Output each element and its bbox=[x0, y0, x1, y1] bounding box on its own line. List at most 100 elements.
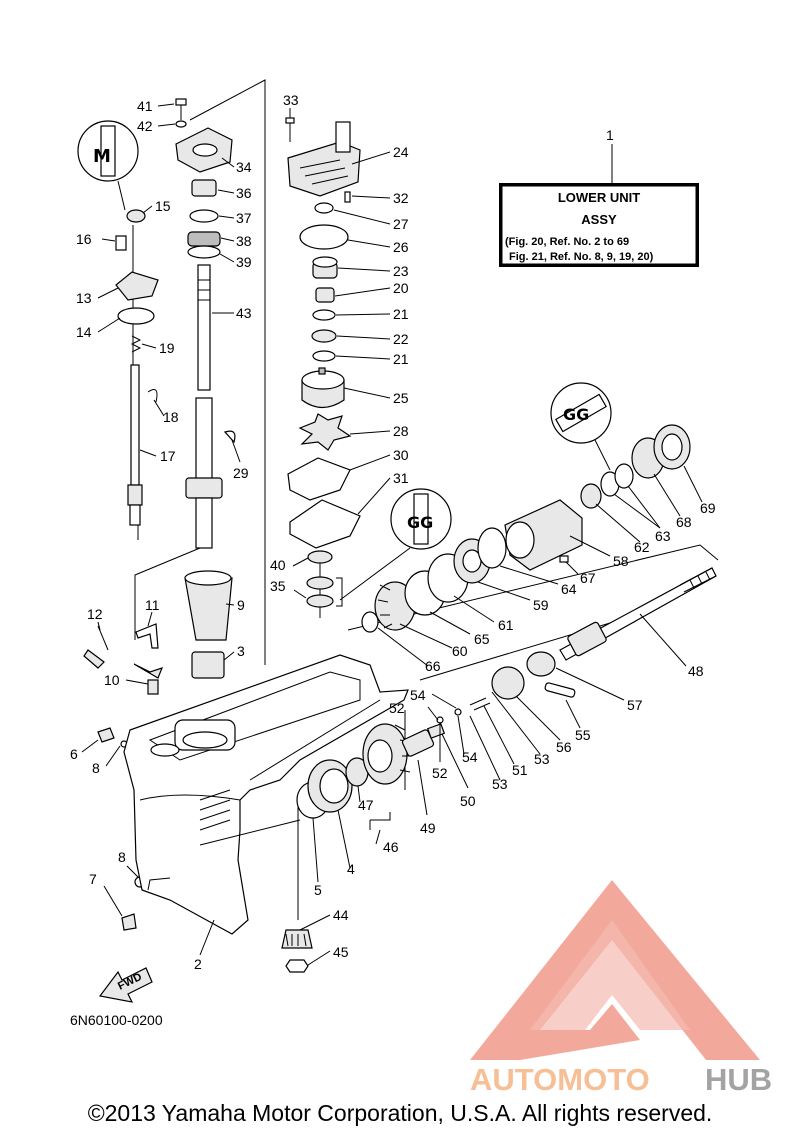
detail-circle-right-top: GG bbox=[550, 382, 612, 471]
callout-1: 1 bbox=[606, 127, 614, 143]
callout-68: 68 bbox=[676, 514, 692, 530]
svg-text:GG: GG bbox=[563, 405, 589, 424]
callout-24: 24 bbox=[393, 144, 409, 160]
callout-13: 13 bbox=[76, 290, 92, 306]
callout-49: 49 bbox=[420, 820, 436, 836]
callout-11: 11 bbox=[145, 597, 160, 613]
callout-56: 56 bbox=[556, 739, 572, 755]
callout-50: 50 bbox=[460, 793, 476, 809]
gear-case-housing bbox=[123, 654, 409, 935]
callout-44: 44 bbox=[333, 907, 349, 923]
callout-42: 42 bbox=[137, 118, 153, 134]
callout-52a: 52 bbox=[389, 700, 405, 716]
callout-5: 5 bbox=[314, 882, 322, 898]
callout-48: 48 bbox=[688, 663, 704, 679]
callout-19: 19 bbox=[159, 340, 175, 356]
callout-9: 9 bbox=[237, 597, 245, 613]
callout-10: 10 bbox=[104, 672, 120, 688]
automotohub-watermark: AUTOMOTO HUB bbox=[470, 880, 772, 1097]
callout-32: 32 bbox=[393, 190, 409, 206]
callout-30: 30 bbox=[393, 447, 409, 463]
callout-37: 37 bbox=[236, 210, 252, 226]
callout-53a: 53 bbox=[492, 776, 508, 792]
callout-69: 69 bbox=[700, 500, 716, 516]
callout-33: 33 bbox=[283, 92, 299, 108]
callout-66: 66 bbox=[425, 658, 441, 674]
title-line2: ASSY bbox=[581, 212, 617, 227]
detail-circle-top-left: M bbox=[77, 120, 139, 211]
callout-25: 25 bbox=[393, 390, 409, 406]
callout-55: 55 bbox=[575, 727, 591, 743]
callout-59: 59 bbox=[533, 597, 549, 613]
callout-57: 57 bbox=[627, 697, 643, 713]
callout-46: 46 bbox=[383, 839, 399, 855]
callout-40: 40 bbox=[270, 557, 286, 573]
callout-54a: 54 bbox=[410, 687, 426, 703]
callout-41: 41 bbox=[137, 98, 153, 114]
callout-16: 16 bbox=[76, 231, 92, 247]
callout-27: 27 bbox=[393, 216, 409, 232]
callout-8a: 8 bbox=[92, 760, 100, 776]
callout-54b: 54 bbox=[462, 749, 478, 765]
callout-21a: 21 bbox=[393, 306, 409, 322]
callout-28: 28 bbox=[393, 423, 409, 439]
callout-20: 20 bbox=[393, 280, 409, 296]
callout-35: 35 bbox=[270, 578, 286, 594]
callout-47: 47 bbox=[358, 797, 374, 813]
callout-8b: 8 bbox=[118, 849, 126, 865]
callout-60: 60 bbox=[452, 643, 468, 659]
copyright-notice: ©2013 Yamaha Motor Corporation, U.S.A. A… bbox=[87, 1100, 713, 1126]
watermark-text-a: AUTOMOTO bbox=[470, 1062, 650, 1097]
callout-58: 58 bbox=[613, 553, 629, 569]
callout-64: 64 bbox=[561, 581, 577, 597]
callout-53b: 53 bbox=[534, 751, 550, 767]
svg-text:M: M bbox=[93, 146, 111, 167]
watermark-text-b: HUB bbox=[705, 1062, 772, 1097]
drive-shaft-parts bbox=[175, 98, 236, 679]
callout-31: 31 bbox=[393, 470, 409, 486]
callout-18: 18 bbox=[163, 409, 179, 425]
callout-15: 15 bbox=[155, 198, 171, 214]
callout-65: 65 bbox=[474, 631, 490, 647]
callout-34: 34 bbox=[236, 159, 252, 175]
callout-7: 7 bbox=[89, 871, 97, 887]
callout-51: 51 bbox=[512, 762, 528, 778]
callout-numbers: 41 42 33 24 34 36 37 38 39 43 32 27 26 2… bbox=[70, 92, 716, 972]
callout-62: 62 bbox=[634, 539, 650, 555]
callout-26: 26 bbox=[393, 239, 409, 255]
callout-52b: 52 bbox=[432, 765, 448, 781]
title-line4: Fig. 21, Ref. No. 8, 9, 19, 20) bbox=[509, 251, 654, 263]
forward-gear-parts bbox=[281, 723, 435, 973]
fwd-arrow: FWD bbox=[98, 967, 153, 1003]
callout-67: 67 bbox=[580, 570, 596, 586]
callout-63: 63 bbox=[655, 528, 671, 544]
callout-38: 38 bbox=[236, 233, 252, 249]
title-line1: LOWER UNIT bbox=[558, 190, 640, 205]
callout-61: 61 bbox=[498, 617, 514, 633]
callout-43: 43 bbox=[236, 305, 252, 321]
drawing-code: 6N60100-0200 bbox=[70, 1012, 163, 1028]
callout-39: 39 bbox=[236, 254, 252, 270]
callout-29: 29 bbox=[233, 465, 249, 481]
reverse-gear-parts bbox=[361, 424, 691, 633]
title-line3: (Fig. 20, Ref. No. 2 to 69 bbox=[505, 236, 629, 248]
callout-2: 2 bbox=[194, 956, 202, 972]
callout-23: 23 bbox=[393, 263, 409, 279]
callout-12: 12 bbox=[87, 606, 103, 622]
callout-36: 36 bbox=[236, 185, 252, 201]
shift-rod-parts bbox=[83, 209, 164, 931]
callout-21b: 21 bbox=[393, 351, 409, 367]
callout-17: 17 bbox=[160, 448, 176, 464]
callout-45: 45 bbox=[333, 944, 349, 960]
callout-4: 4 bbox=[347, 861, 355, 877]
water-pump-parts bbox=[285, 117, 361, 608]
svg-text:GG: GG bbox=[407, 513, 433, 532]
callout-6: 6 bbox=[70, 746, 78, 762]
callout-3: 3 bbox=[237, 643, 245, 659]
callout-14: 14 bbox=[76, 324, 92, 340]
leader-lines bbox=[81, 103, 703, 966]
callout-22: 22 bbox=[393, 331, 409, 347]
title-box: 1 LOWER UNIT ASSY (Fig. 20, Ref. No. 2 t… bbox=[499, 127, 699, 267]
detail-circle-middle: GG bbox=[339, 488, 452, 601]
